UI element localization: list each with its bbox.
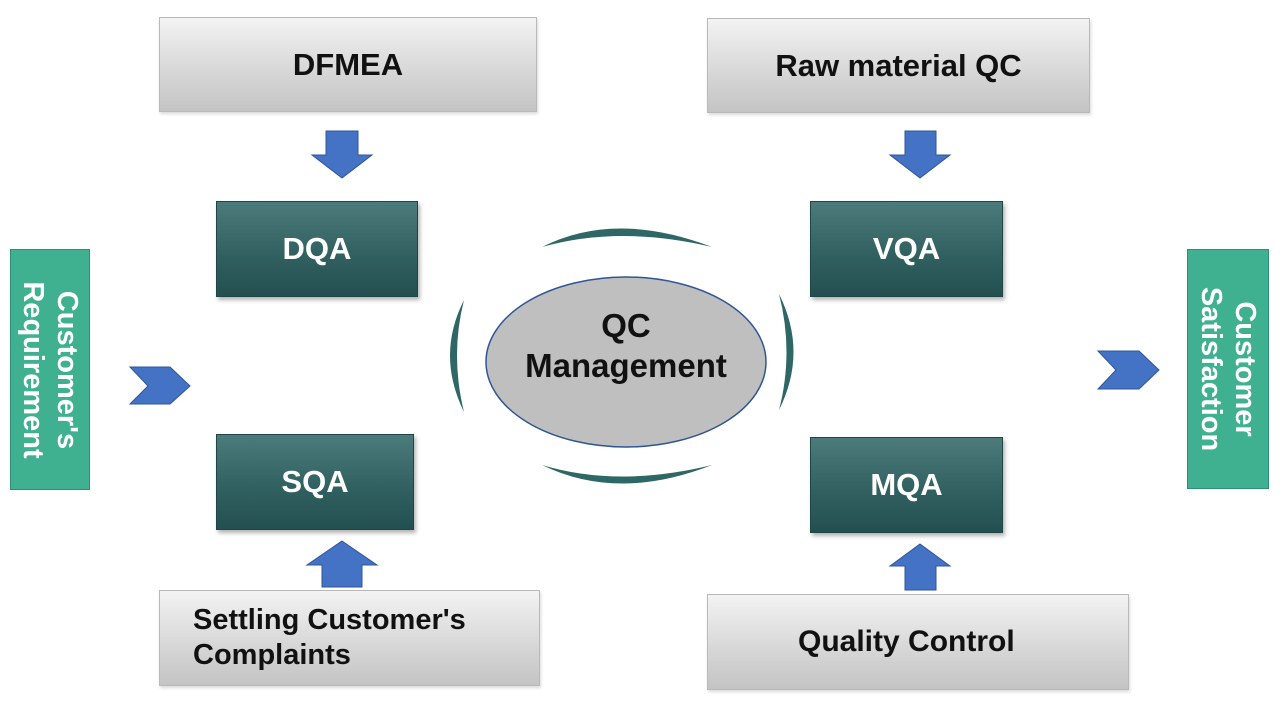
mqa-box: MQA — [810, 437, 1003, 533]
customer-requirement-line2: Requirement — [17, 280, 49, 459]
raw-material-qc-box: Raw material QC — [707, 18, 1090, 113]
mqa-label: MQA — [870, 467, 943, 502]
quality-control-label: Quality Control — [798, 625, 1015, 658]
customer-satisfaction-box: Customer Satisfaction — [1187, 249, 1269, 489]
customer-requirement-box: Customer's Requirement — [10, 249, 90, 490]
quality-control-box: Quality Control — [707, 594, 1129, 690]
vqa-label: VQA — [872, 231, 941, 266]
dqa-box: DQA — [216, 201, 418, 297]
up-arrow-complaints-icon — [305, 540, 379, 588]
qc-management-line1: QC — [601, 307, 651, 344]
qc-management-line2: Management — [525, 347, 727, 384]
dfmea-box: DFMEA — [159, 17, 537, 112]
dfmea-label: DFMEA — [292, 46, 404, 82]
customer-satisfaction-label: Customer Satisfaction — [1194, 287, 1262, 451]
ring-arc-top — [542, 228, 712, 247]
up-arrow-quality-control-icon — [888, 543, 952, 591]
raw-material-qc-label: Raw material QC — [775, 47, 1022, 83]
customer-requirement-line1: Customer's — [51, 290, 83, 449]
down-arrow-dfmea-icon — [310, 130, 374, 179]
down-arrow-raw-material-icon — [888, 130, 952, 179]
complaints-label-line1: Settling Customer's — [193, 604, 466, 636]
ring-arc-right — [779, 294, 794, 410]
chevron-right-right-icon — [1096, 350, 1160, 390]
chevron-right-left-icon — [128, 366, 191, 405]
vqa-box: VQA — [810, 201, 1003, 297]
sqa-box: SQA — [216, 434, 414, 530]
customer-satisfaction-line1: Customer — [1229, 301, 1261, 437]
complaints-label-line2: Complaints — [193, 639, 351, 671]
customer-requirement-label: Customer's Requirement — [16, 281, 84, 458]
ring-arc-left — [450, 300, 464, 412]
customer-satisfaction-line2: Satisfaction — [1195, 286, 1227, 452]
sqa-label: SQA — [281, 464, 349, 499]
center-ellipse — [485, 276, 767, 448]
ring-arc-bottom — [542, 465, 712, 484]
dqa-label: DQA — [282, 231, 352, 266]
complaints-box: Settling Customer's Complaints — [159, 590, 540, 686]
qc-management-title: QC Management — [488, 306, 764, 386]
